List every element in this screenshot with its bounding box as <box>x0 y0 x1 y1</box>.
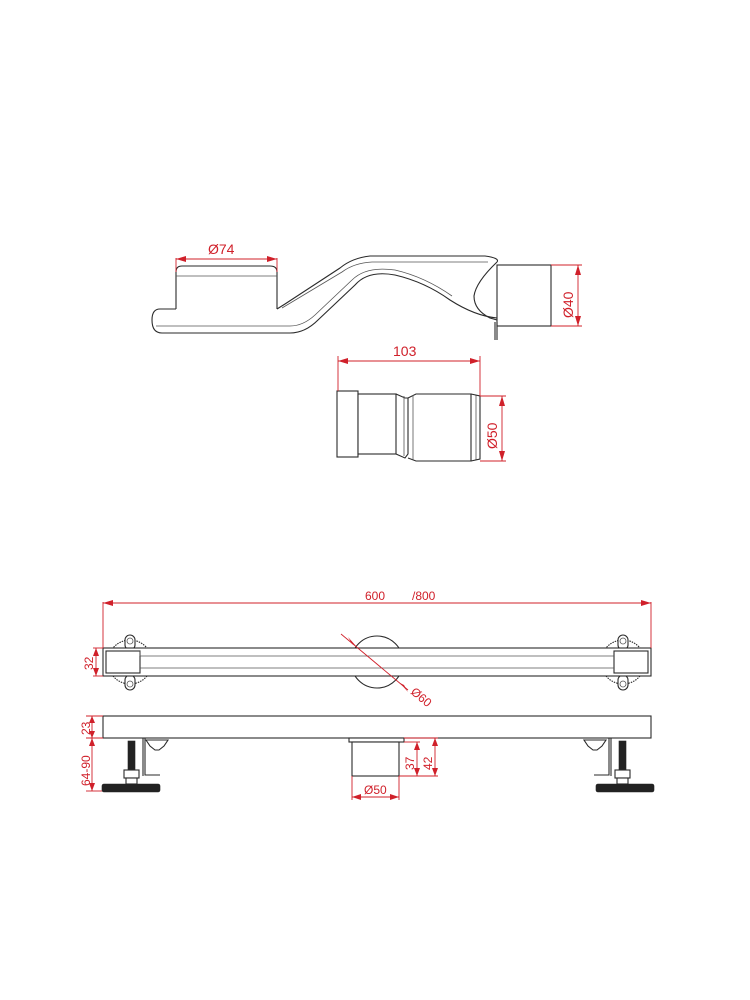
dim-label-outlet-total: 42 <box>421 756 435 770</box>
dim-channel-height: 23 <box>79 715 103 739</box>
dim-label-drain-diameter: Ø60 <box>408 685 435 711</box>
dim-label-width: 32 <box>82 656 96 670</box>
dim-label-adapter-diameter: Ø50 <box>484 422 500 449</box>
dim-label-outlet-depth: 37 <box>403 756 417 770</box>
dim-label-outlet-side-diameter: Ø50 <box>364 783 387 797</box>
dim-grate-diameter: Ø74 <box>175 241 278 272</box>
dim-label-length-alt: /800 <box>412 589 436 603</box>
dim-leg-height: 64-90 <box>79 738 102 792</box>
dim-label-outlet-diameter: Ø40 <box>560 291 576 318</box>
dim-label-grate-diameter: Ø74 <box>208 241 235 257</box>
dim-adapter-length: 103 <box>337 343 481 396</box>
side-view <box>101 715 655 793</box>
siphon-profile <box>151 255 552 340</box>
dim-channel-length: 600 /800 <box>102 589 652 648</box>
plan-view <box>102 634 652 691</box>
dim-label-length: 600 <box>365 589 385 603</box>
dim-outlet-side-diameter: Ø50 <box>351 776 400 800</box>
dim-outlet-depth: 37 42 <box>399 737 438 777</box>
adapter-profile <box>336 390 481 462</box>
dim-label-leg-height: 64-90 <box>79 755 93 786</box>
dim-label-channel-height: 23 <box>79 721 93 735</box>
dim-channel-width: 32 <box>82 647 103 677</box>
dim-adapter-diameter: Ø50 <box>480 395 506 462</box>
dim-outlet-diameter: Ø40 <box>551 264 582 327</box>
dim-label-adapter-length: 103 <box>393 343 417 359</box>
